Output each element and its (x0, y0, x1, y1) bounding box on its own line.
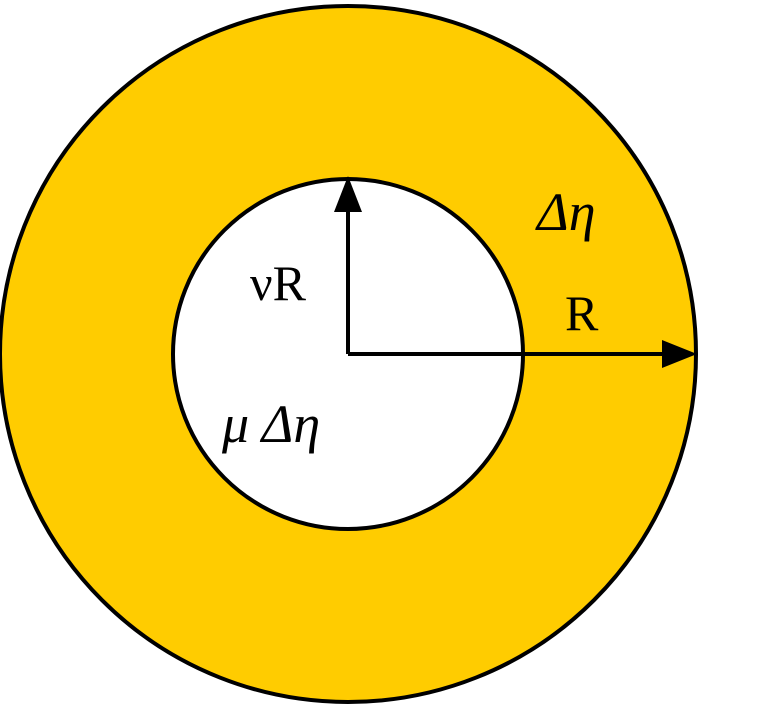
outer-radius-arrowhead (662, 340, 697, 368)
inner-region-label: μ Δη (221, 394, 320, 454)
outer-region-label: Δη (535, 182, 595, 242)
inner-radius-arrowhead (334, 176, 362, 212)
inner-radius-label: νR (250, 255, 307, 311)
outer-radius-label: R (565, 285, 599, 341)
